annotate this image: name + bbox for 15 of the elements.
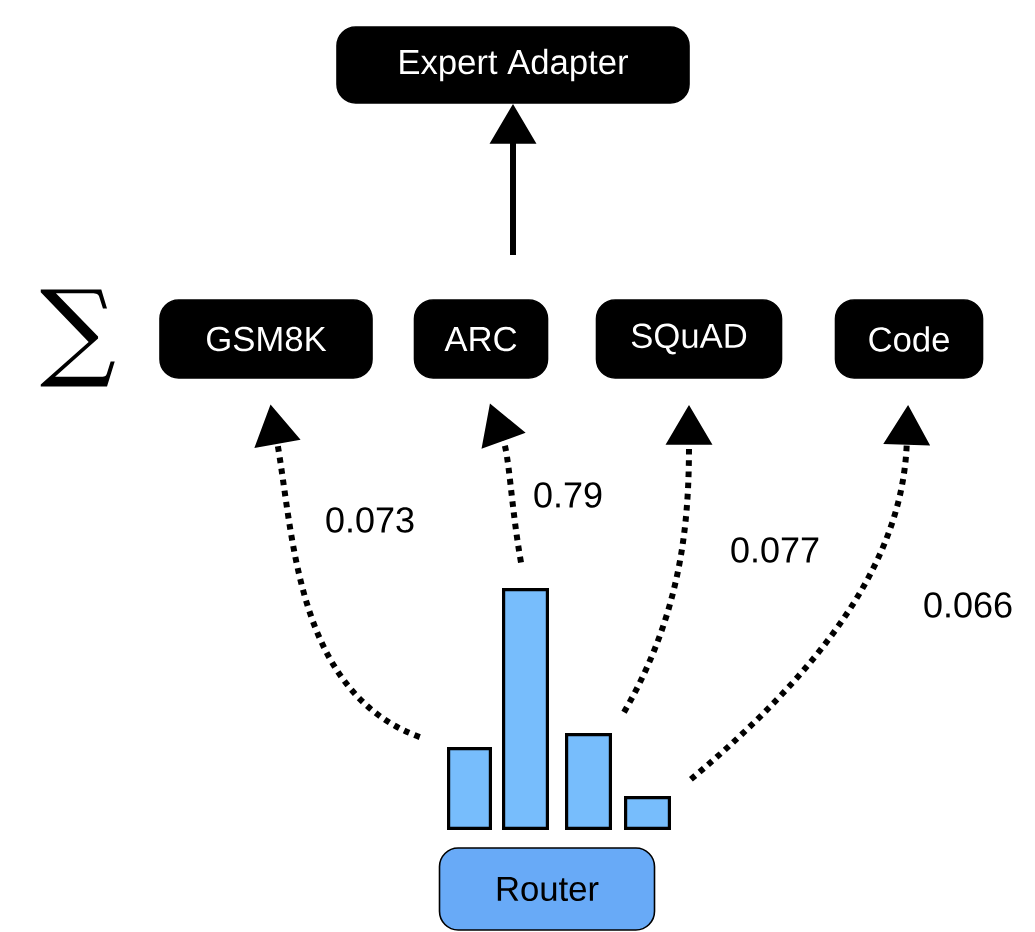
expert-box: ARC (413, 299, 549, 379)
edge-label: 0.066 (924, 592, 1012, 618)
expert-box: GSM8K (159, 299, 373, 379)
weight-bar (624, 796, 671, 830)
weight-bar (502, 588, 549, 830)
edge-label: 0.79 (534, 482, 602, 508)
weight-bar (447, 747, 492, 830)
weight-bar (565, 733, 612, 830)
edge-label: 0.073 (326, 507, 414, 533)
sum-symbol: ∑ (40, 289, 115, 387)
edge-label: 0.077 (731, 537, 819, 563)
expert-box: Expert Adapter (336, 26, 690, 104)
router-box: Router (438, 847, 656, 931)
expert-box: Code (834, 299, 984, 379)
expert-box: SQuAD (595, 299, 783, 379)
